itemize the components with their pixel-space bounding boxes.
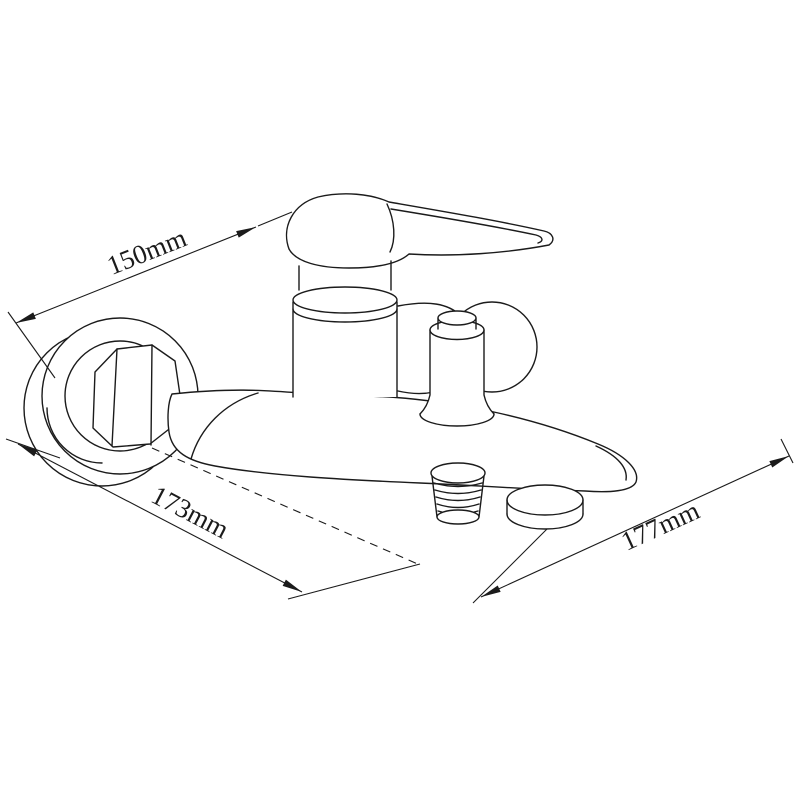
spout-outline [167,389,638,493]
extension-line [472,528,548,604]
dimension-label-150mm: 150mm [103,222,191,280]
mixer-body [292,286,398,398]
outlet-bottom-arc [506,513,584,530]
connector-flange [430,462,486,484]
thread-lines [433,482,483,515]
extension-line [7,311,56,379]
spout-outlet [506,484,584,530]
dimension-line [15,226,257,324]
lever-cap-crease [386,203,395,253]
extension-line [287,563,421,600]
outlet-top-ring [506,484,584,516]
hose-connector [430,462,486,525]
dimension-label-177mm: 177mm [616,495,704,557]
connector-bottom [436,509,480,525]
body-collar [292,286,398,314]
dimension-line [480,455,790,598]
body-fill [293,300,397,397]
dimension-label-173mm: 173mm [147,480,234,545]
lever-handle [285,193,554,291]
diverter-sides [419,329,495,415]
nut-facet-line [111,348,118,447]
lever-outline [285,193,554,269]
spout [167,389,638,493]
lever-blade-edge [390,208,543,244]
nut-facet-line [150,344,153,446]
diverter-skirt-arc [419,413,495,427]
mounting-nut [92,344,181,448]
lever-neck-lines [298,260,392,291]
dimension-line [17,443,303,593]
extension-line [780,438,794,464]
body-collar-ring [292,308,398,323]
body-sides [292,301,398,398]
extension-line [257,211,293,227]
diverter-fill [420,330,494,426]
diverter-knob [419,310,495,427]
diverter-cap [437,310,477,326]
